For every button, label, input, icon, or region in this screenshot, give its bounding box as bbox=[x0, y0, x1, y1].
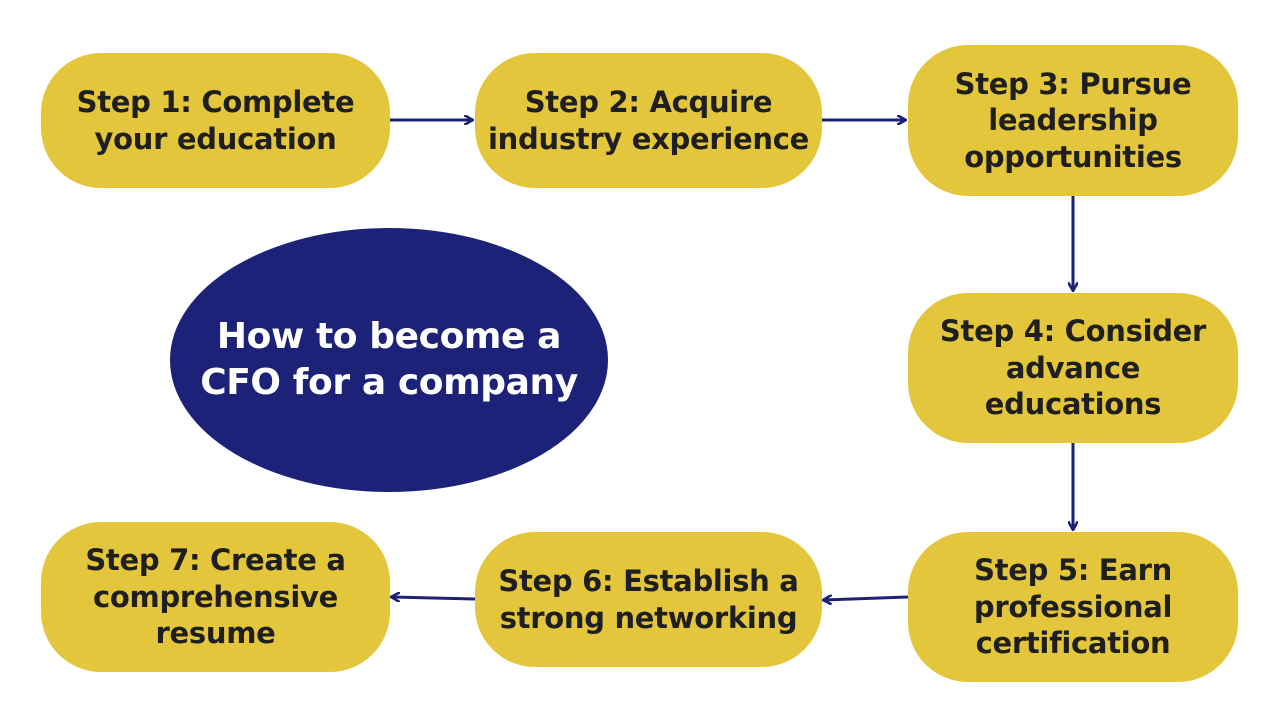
step-7-node: Step 7: Create a comprehensive resume bbox=[41, 522, 390, 672]
step-2-label: Step 2: Acquire industry experience bbox=[488, 84, 809, 156]
step-7-label: Step 7: Create a comprehensive resume bbox=[85, 543, 346, 651]
arrow-step6-to-step7 bbox=[392, 597, 476, 599]
center-title-ellipse: How to become a CFO for a company bbox=[170, 228, 608, 492]
step-4-node: Step 4: Consider advance educations bbox=[908, 293, 1238, 443]
step-1-label: Step 1: Complete your education bbox=[76, 84, 355, 156]
step-4-label: Step 4: Consider advance educations bbox=[939, 314, 1207, 422]
step-3-label: Step 3: Pursue leadership opportunities bbox=[954, 66, 1192, 174]
step-6-node: Step 6: Establish a strong networking bbox=[475, 532, 822, 667]
step-5-label: Step 5: Earn professional certification bbox=[973, 553, 1173, 661]
step-6-label: Step 6: Establish a strong networking bbox=[498, 563, 799, 635]
center-title: How to become a CFO for a company bbox=[200, 316, 578, 403]
arrow-step5-to-step6 bbox=[824, 597, 909, 600]
step-1-node: Step 1: Complete your education bbox=[41, 53, 390, 188]
step-2-node: Step 2: Acquire industry experience bbox=[475, 53, 822, 188]
step-3-node: Step 3: Pursue leadership opportunities bbox=[908, 45, 1238, 196]
step-5-node: Step 5: Earn professional certification bbox=[908, 532, 1238, 682]
